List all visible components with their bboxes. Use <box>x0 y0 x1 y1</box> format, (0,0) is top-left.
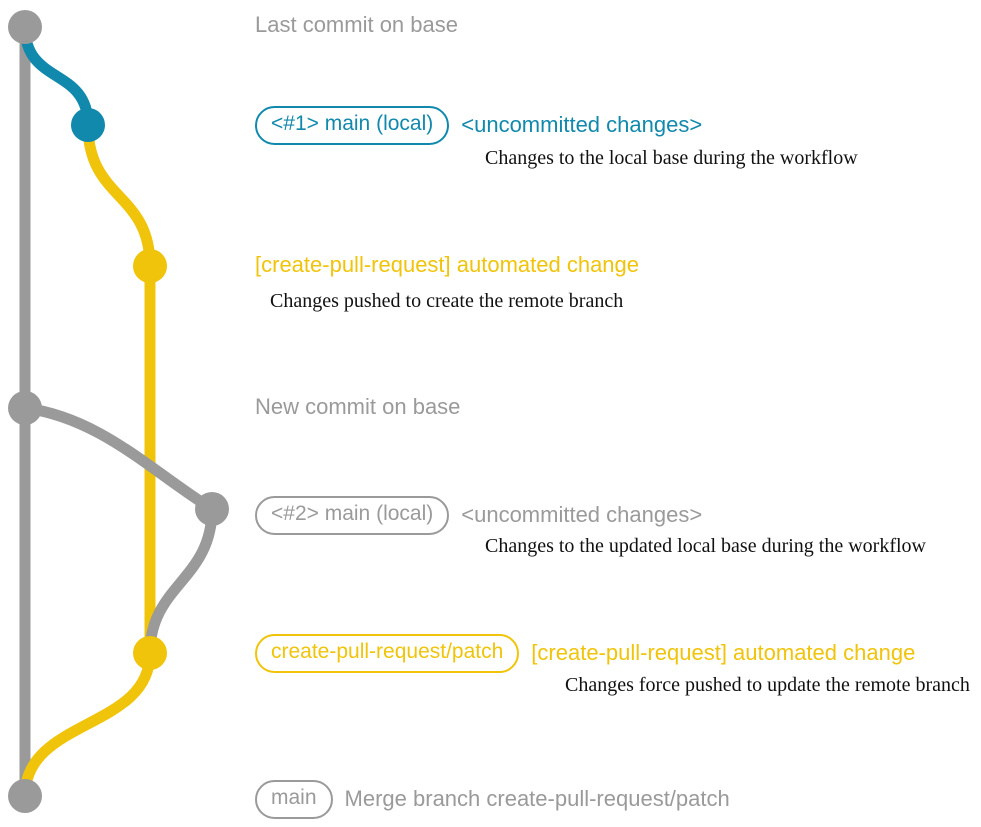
edge-local1-to-patch1 <box>82 119 156 272</box>
node-base-head[interactable] <box>8 10 42 44</box>
edge-patch2-to-merge <box>19 647 156 802</box>
edge-base-to-local1 <box>19 21 94 131</box>
commit-headline: <uncommitted changes> <box>461 502 703 528</box>
commit-headline: [create-pull-request] automated change <box>531 640 916 666</box>
commit-description: Changes to the local base during the wor… <box>485 147 858 169</box>
node-base-merge[interactable] <box>8 779 42 813</box>
branch-pill-main[interactable]: main <box>255 780 333 819</box>
entry-local-commit-1: <#1> main (local) <uncommitted changes> <box>255 106 702 145</box>
entry-last-commit-on-base: Last commit on base <box>255 12 458 38</box>
commit-headline: New commit on base <box>255 394 461 419</box>
commit-headline: [create-pull-request] automated change <box>255 252 640 277</box>
node-patch-2[interactable] <box>133 636 167 670</box>
entry-local-commit-2: <#2> main (local) <uncommitted changes> <box>255 496 702 535</box>
branch-pill-main-local-1[interactable]: <#1> main (local) <box>255 106 450 145</box>
branch-pill-main-local-2[interactable]: <#2> main (local) <box>255 496 450 535</box>
node-base-new[interactable] <box>8 391 42 425</box>
edge-local2-to-patch2 <box>144 503 218 659</box>
commit-description: Changes pushed to create the remote bran… <box>270 290 624 312</box>
commit-description: Changes to the updated local base during… <box>485 535 926 557</box>
entry-new-commit-on-base: New commit on base <box>255 394 460 420</box>
branch-pill-create-pull-request-patch[interactable]: create-pull-request/patch <box>255 634 520 673</box>
commit-headline: <uncommitted changes> <box>461 112 703 138</box>
commit-description: Changes force pushed to update the remot… <box>565 674 970 696</box>
entry-automated-change-1: [create-pull-request] automated change <box>255 252 639 278</box>
entry-merge-commit: main Merge branch create-pull-request/pa… <box>255 780 730 819</box>
commit-headline: Last commit on base <box>255 12 458 37</box>
edge-basenew-to-local2 <box>19 402 218 515</box>
commit-headline: Merge branch create-pull-request/patch <box>344 786 730 812</box>
node-local-1[interactable] <box>71 108 105 142</box>
node-local-2[interactable] <box>195 492 229 526</box>
entry-automated-change-2: create-pull-request/patch [create-pull-r… <box>255 634 915 673</box>
node-patch-1[interactable] <box>133 249 167 283</box>
